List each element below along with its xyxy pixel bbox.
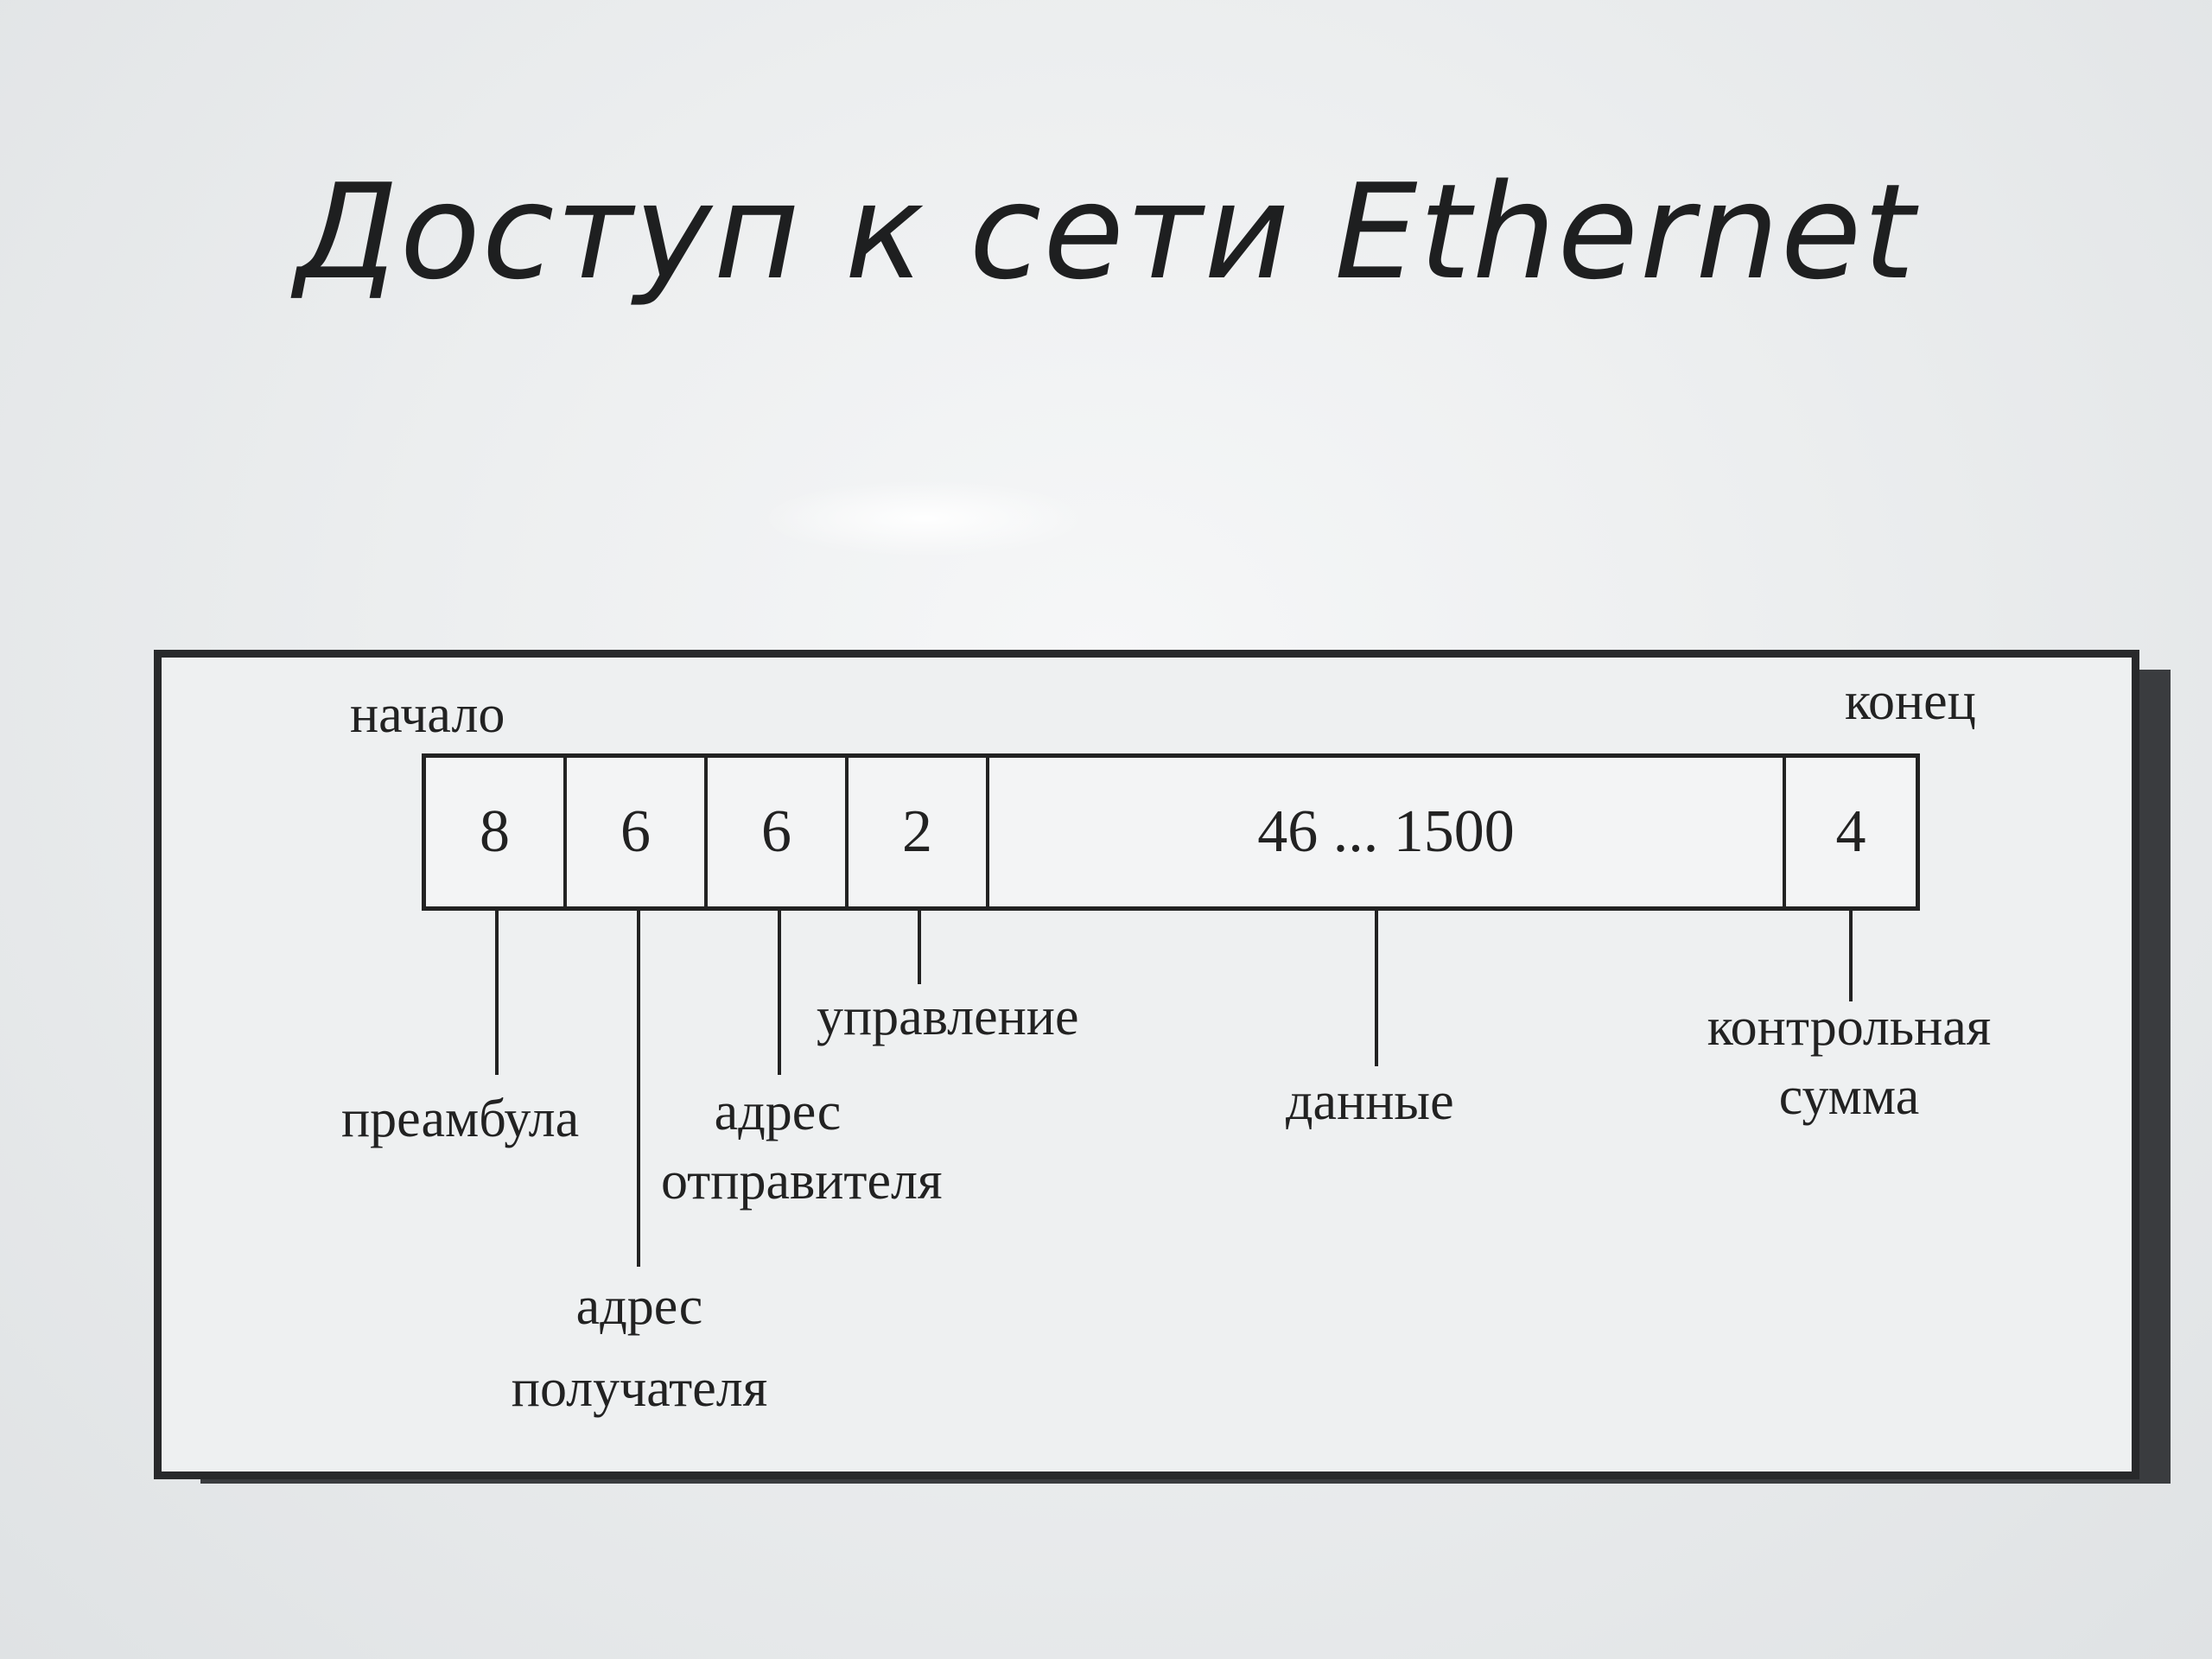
leader-preamble: [495, 906, 499, 1075]
leader-source: [778, 906, 781, 1075]
projector-glare: [760, 480, 1089, 557]
leader-control: [918, 906, 921, 984]
field-control-size: 2: [849, 758, 989, 906]
field-checksum-size: 4: [1835, 798, 1866, 865]
label-source-line1: адрес: [714, 1083, 842, 1141]
field-source-size: 6: [708, 758, 849, 906]
label-checksum-line2: сумма: [1778, 1067, 1920, 1126]
end-label: конец: [1845, 672, 1976, 731]
field-data-size: 46 ... 1500: [989, 758, 1786, 906]
field-preamble-size: 8: [426, 758, 567, 906]
label-destination-line1: адрес: [575, 1277, 703, 1336]
label-destination-line2: получателя: [511, 1359, 768, 1418]
leader-checksum: [1849, 906, 1853, 1001]
leader-data: [1375, 906, 1378, 1066]
label-data: данные: [1286, 1072, 1454, 1131]
slide-title: Доступ к сети Ethernet: [296, 156, 1916, 308]
start-label: начало: [350, 685, 505, 744]
leader-destination: [637, 906, 640, 1267]
label-source-line2: отправителя: [661, 1152, 943, 1211]
label-preamble: преамбула: [341, 1090, 580, 1148]
ethernet-frame-fields: 8 6 6 2 46 ... 1500 4: [422, 753, 1920, 911]
label-control: управление: [817, 988, 1079, 1046]
label-checksum-line1: контрольная: [1707, 998, 1992, 1057]
field-destination-size: 6: [567, 758, 708, 906]
